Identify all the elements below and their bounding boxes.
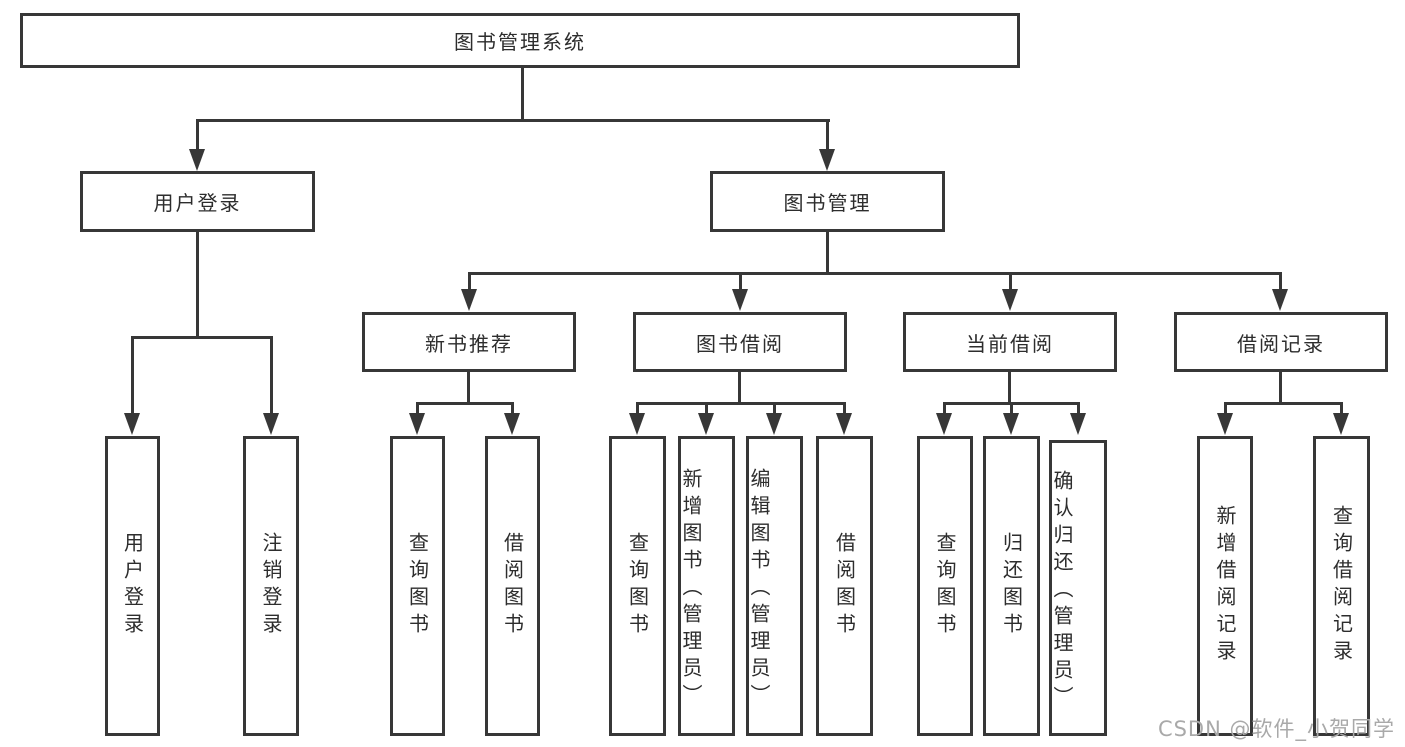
arrow-down-icon <box>836 413 852 435</box>
arrow-down-icon <box>698 413 714 435</box>
connector-drop <box>1340 402 1343 416</box>
leaf-add-book-admin-label: 新增图书（管理员） <box>679 467 703 711</box>
arrow-down-icon <box>1333 413 1349 435</box>
leaf-query-books-recommend-label: 查询图书 <box>405 532 430 640</box>
leaf-confirm-return-admin-label: 确认归还（管理员） <box>1050 469 1074 713</box>
connector-drop-leaf-logout <box>270 336 273 416</box>
arrow-down-icon <box>461 289 477 311</box>
leaf-borrow-books-recommend: 借阅图书 <box>485 436 540 736</box>
node-borrowing-records: 借阅记录 <box>1174 312 1388 372</box>
leaf-borrow-books-borrowing-label: 借阅图书 <box>832 532 857 640</box>
leaf-return-book-label: 归还图书 <box>999 532 1024 640</box>
leaf-logout-label: 注销登录 <box>259 532 283 640</box>
connector-root-stem <box>521 68 524 122</box>
connector-book-borrow-stem <box>738 372 741 405</box>
node-new-book-recommend: 新书推荐 <box>362 312 576 372</box>
connector-root-bus <box>196 119 830 122</box>
connector-drop-new-book <box>468 272 471 292</box>
leaf-query-borrow-record: 查询借阅记录 <box>1313 436 1370 736</box>
leaf-logout: 注销登录 <box>243 436 299 736</box>
arrow-down-icon <box>1070 413 1086 435</box>
node-library-system-label: 图书管理系统 <box>454 30 586 54</box>
leaf-edit-book-admin: 编辑图书（管理员） <box>746 436 803 736</box>
leaf-add-book-admin: 新增图书（管理员） <box>678 436 735 736</box>
connector-drop-current-borrow <box>1009 272 1012 292</box>
leaf-query-books-borrowing-label: 查询图书 <box>625 532 650 640</box>
connector-drop <box>943 402 946 416</box>
leaf-edit-book-admin-label: 编辑图书（管理员） <box>747 467 771 711</box>
connector-drop <box>416 402 419 416</box>
node-user-login-label: 用户登录 <box>153 191 242 215</box>
connector-user-login-bus <box>131 336 273 339</box>
connector-user-login-stem <box>196 232 199 339</box>
connector-drop <box>1077 402 1080 416</box>
connector-drop <box>1010 402 1013 416</box>
arrow-down-icon <box>629 413 645 435</box>
node-borrowing-records-label: 借阅记录 <box>1237 331 1325 356</box>
leaf-query-borrow-record-label: 查询借阅记录 <box>1329 505 1354 667</box>
connector-current-borrow-stem <box>1008 372 1011 405</box>
leaf-query-books-current-label: 查询图书 <box>933 532 957 640</box>
connector-drop <box>636 402 639 416</box>
connector-new-book-stem <box>467 372 470 405</box>
node-current-borrowing: 当前借阅 <box>903 312 1117 372</box>
leaf-add-borrow-record: 新增借阅记录 <box>1197 436 1253 736</box>
connector-drop-leaf-login <box>131 336 134 416</box>
connector-book-mgmt-bus <box>468 272 1282 275</box>
arrow-down-icon <box>504 413 520 435</box>
arrow-down-icon <box>766 413 782 435</box>
arrow-down-icon <box>1217 413 1233 435</box>
leaf-query-books-recommend: 查询图书 <box>390 436 445 736</box>
node-book-management-label: 图书管理 <box>783 191 872 215</box>
connector-drop <box>1224 402 1227 416</box>
connector-drop <box>511 402 514 416</box>
leaf-user-login-label: 用户登录 <box>120 532 145 640</box>
arrow-down-icon <box>936 413 952 435</box>
node-book-borrowing-label: 图书借阅 <box>696 331 784 356</box>
arrow-down-icon <box>1002 289 1018 311</box>
leaf-query-books-current: 查询图书 <box>917 436 973 736</box>
leaf-user-login: 用户登录 <box>105 436 160 736</box>
connector-drop-book-mgmt <box>826 119 829 151</box>
node-user-login: 用户登录 <box>80 171 315 232</box>
arrow-down-icon <box>732 289 748 311</box>
connector-borrow-records-stem <box>1279 372 1282 405</box>
arrow-down-icon <box>263 413 279 435</box>
leaf-confirm-return-admin: 确认归还（管理员） <box>1049 440 1107 736</box>
arrow-down-icon <box>1272 289 1288 311</box>
csdn-watermark: CSDN @软件_小贺同学 <box>1157 717 1395 741</box>
connector-drop-book-borrow <box>739 272 742 292</box>
arrow-down-icon <box>124 413 140 435</box>
leaf-return-book: 归还图书 <box>983 436 1040 736</box>
connector-book-borrow-bus <box>636 402 846 405</box>
connector-drop-user-login <box>196 119 199 151</box>
leaf-query-books-borrowing: 查询图书 <box>609 436 666 736</box>
arrow-down-icon <box>1003 413 1019 435</box>
node-library-system: 图书管理系统 <box>20 13 1020 68</box>
node-book-borrowing: 图书借阅 <box>633 312 847 372</box>
connector-drop <box>705 402 708 416</box>
connector-drop <box>773 402 776 416</box>
connector-borrow-records-bus <box>1224 402 1343 405</box>
node-book-management: 图书管理 <box>710 171 945 232</box>
node-new-book-recommend-label: 新书推荐 <box>425 331 513 356</box>
connector-drop <box>843 402 846 416</box>
node-current-borrowing-label: 当前借阅 <box>966 331 1054 356</box>
connector-book-mgmt-stem <box>826 232 829 275</box>
leaf-borrow-books-recommend-label: 借阅图书 <box>500 532 525 640</box>
arrow-down-icon <box>819 149 835 171</box>
leaf-add-borrow-record-label: 新增借阅记录 <box>1213 505 1237 667</box>
arrow-down-icon <box>409 413 425 435</box>
connector-drop-borrow-records <box>1279 272 1282 292</box>
leaf-borrow-books-borrowing: 借阅图书 <box>816 436 873 736</box>
connector-new-book-bus <box>416 402 514 405</box>
arrow-down-icon <box>189 149 205 171</box>
